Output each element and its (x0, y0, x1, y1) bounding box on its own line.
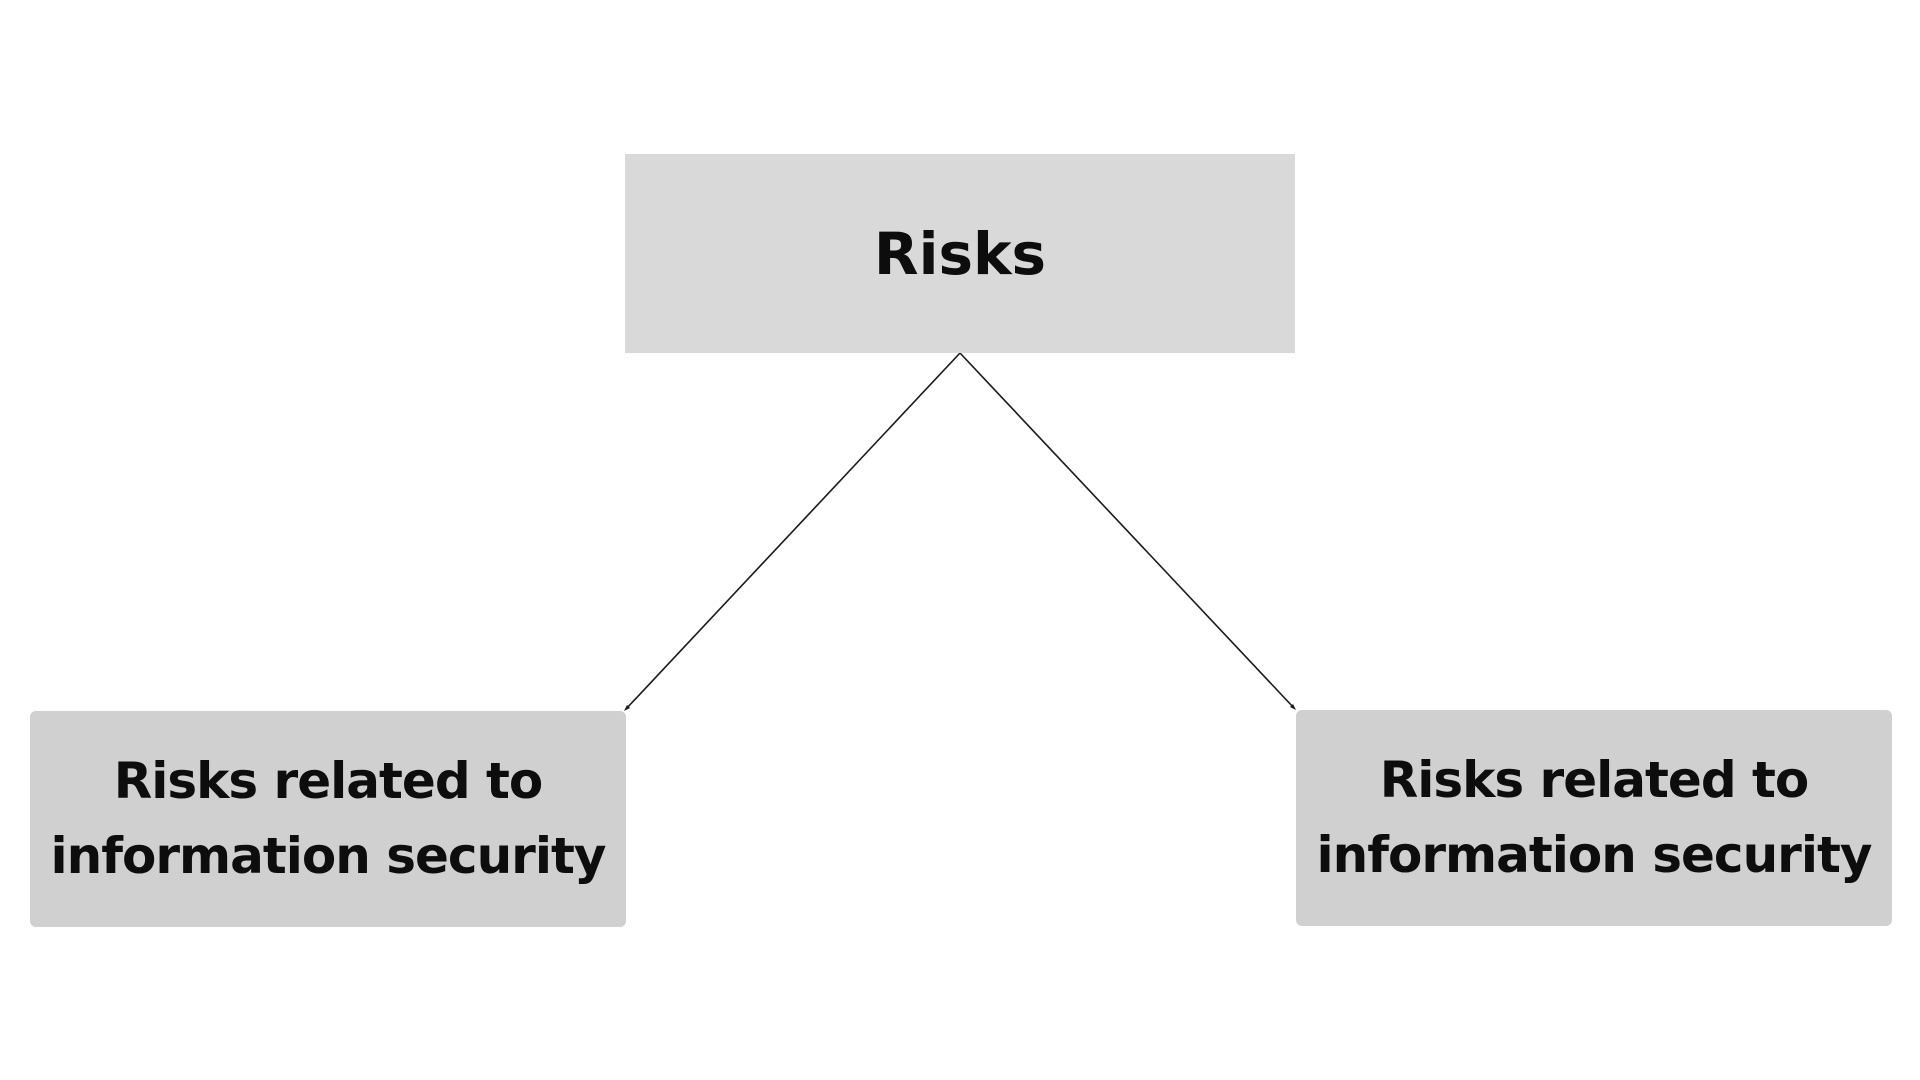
connector-right-arrowhead (1290, 704, 1296, 710)
connector-root-to-left (625, 352, 961, 710)
child-node-left-label: Risks related to information security (50, 752, 607, 885)
child-node-left: Risks related to information security (30, 711, 626, 927)
child-node-right-label: Risks related to information security (1316, 751, 1873, 884)
root-node-risks: Risks (625, 154, 1295, 353)
root-node-label: Risks (873, 219, 1047, 288)
connector-left-arrowhead (624, 705, 630, 711)
connector-root-to-right (959, 352, 1295, 709)
child-node-right: Risks related to information security (1296, 710, 1892, 926)
